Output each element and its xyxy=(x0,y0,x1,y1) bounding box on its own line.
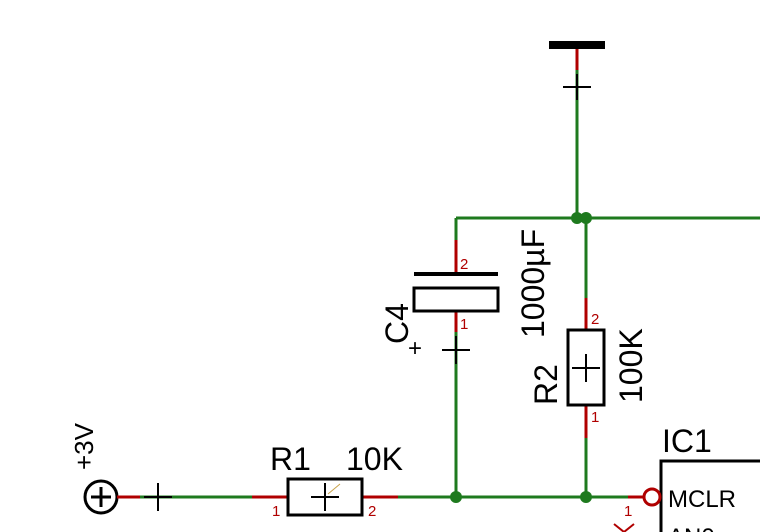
r2-pin1-number: 1 xyxy=(591,409,599,426)
ic1-pin-mclr-label: MCLR xyxy=(668,486,736,513)
r1-reference: R1 xyxy=(270,441,311,477)
ground-symbol xyxy=(549,41,605,100)
r2-reference: R2 xyxy=(528,364,564,405)
ic1[interactable]: 1 IC1 MCLR AN0 xyxy=(613,423,760,532)
junction-c4-bottom xyxy=(450,491,462,503)
supply-3v[interactable]: +3V xyxy=(69,422,172,515)
r2-pin2-number: 2 xyxy=(591,311,599,328)
resistor-r2[interactable]: 2 1 R2 100K xyxy=(528,298,649,438)
c4-value: 1000µF xyxy=(515,229,551,338)
c4-polarity-mark: + xyxy=(408,335,422,362)
resistor-r1[interactable]: 1 2 R1 10K xyxy=(252,441,403,520)
junction-top-right xyxy=(580,212,592,224)
ic1-reference: IC1 xyxy=(662,423,712,459)
ground-bar xyxy=(549,41,605,49)
capacitor-c4[interactable]: + 2 1 C4 1000µF xyxy=(379,229,551,364)
ic1-pin-an0-label: AN0 xyxy=(668,524,715,532)
ic1-mclr-pin-number: 1 xyxy=(624,503,632,520)
ic1-body xyxy=(659,459,760,532)
c4-reference: C4 xyxy=(379,303,415,344)
r1-name-tick xyxy=(327,483,341,495)
supply-label: +3V xyxy=(69,422,99,470)
junction-top-left xyxy=(571,212,583,224)
junction-r2-bottom xyxy=(580,491,592,503)
c4-bottom-plate xyxy=(412,286,500,313)
junctions xyxy=(450,212,592,503)
r1-pin2-number: 2 xyxy=(368,503,376,520)
r2-value: 100K xyxy=(613,328,649,403)
r1-value: 10K xyxy=(346,441,403,477)
ic1-mclr-inversion-bubble xyxy=(642,487,662,507)
ic1-no-connect-a xyxy=(613,523,626,532)
c4-pin1-number: 1 xyxy=(460,316,468,333)
r1-pin1-number: 1 xyxy=(272,503,280,520)
ic1-no-connect-b xyxy=(622,523,635,532)
c4-pin2-number: 2 xyxy=(460,256,468,273)
